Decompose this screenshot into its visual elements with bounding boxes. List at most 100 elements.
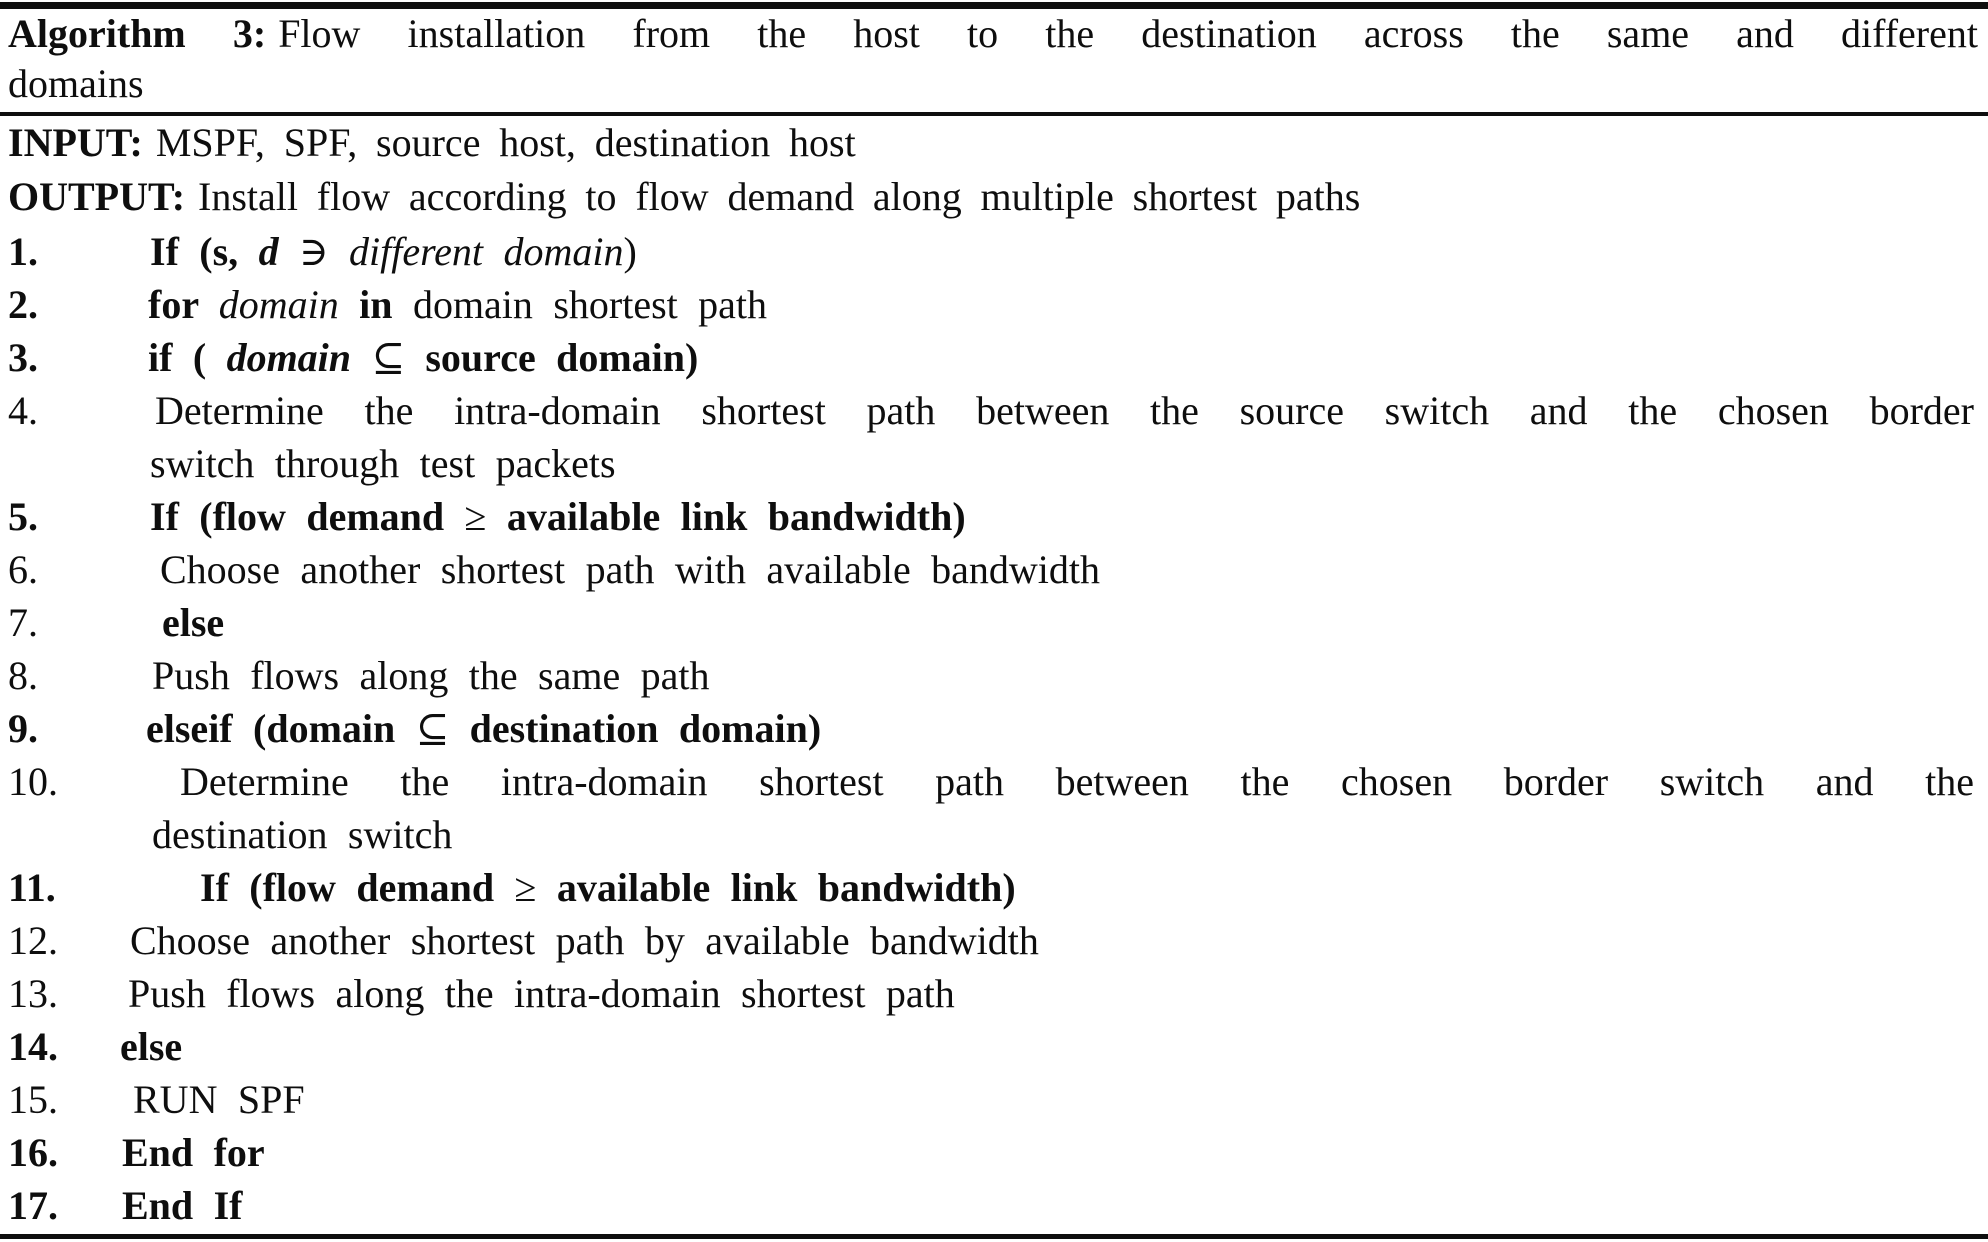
statement-text: Determine the intra-domain shortest path…	[180, 755, 1974, 808]
line-number: 1.	[8, 229, 38, 274]
text-segment: If (s,	[150, 229, 259, 274]
text-segment: domain shortest path	[412, 282, 768, 327]
statement-text: If (s, d ∋ different domain)	[150, 225, 1974, 278]
statement-text: else	[120, 1020, 1974, 1073]
caption-line-1: Algorithm 3:Flow installation from the h…	[8, 9, 1978, 59]
line-number: 11.	[8, 865, 56, 910]
text-segment: Choose another shortest path by availabl…	[130, 918, 1039, 963]
line-content: Push flows along the intra-domain shorte…	[0, 967, 1988, 1020]
line-number: 8.	[8, 653, 38, 698]
input-row: INPUT: MSPF, SPF, source host, destinatio…	[0, 116, 1988, 170]
line-content: If (flow demand ≥ available link bandwid…	[0, 490, 1988, 543]
algorithm-line-14: 14. else	[0, 1020, 1988, 1073]
text-segment: available link bandwidth)	[556, 865, 1016, 910]
text-segment: d	[258, 229, 279, 274]
output-row: OUTPUT: Install flow according to flow de…	[0, 170, 1988, 224]
algorithm-line-10: 10. Determine the intra-domain shortest p…	[0, 755, 1988, 861]
text-segment: else	[162, 600, 225, 645]
algorithm-line-7: 7.else	[0, 596, 1988, 649]
line-content: End for	[0, 1126, 1988, 1179]
statement-text: elseif (domain ⊆ destination domain)	[146, 702, 1974, 755]
input-label: INPUT:	[8, 120, 143, 165]
text-segment: If (flow demand	[150, 494, 465, 539]
text-segment: for	[148, 282, 219, 327]
statement-text: If (flow demand ≥ available link bandwid…	[150, 490, 1974, 543]
line-content: Choose another shortest path by availabl…	[0, 914, 1988, 967]
line-content: If (flow demand ≥ available link bandwid…	[0, 861, 1988, 914]
algorithm-line-4: 4. Determine the intra-domain shortest pa…	[0, 384, 1988, 490]
line-content: elseif (domain ⊆ destination domain)	[0, 702, 1988, 755]
algorithm-line-2: 2.for domain in domain shortest path	[0, 278, 1988, 331]
line-number: 10.	[8, 759, 58, 804]
statement-text: End for	[122, 1126, 1974, 1179]
text-segment: domain	[226, 335, 372, 380]
statement-text: Push flows along the same path	[152, 649, 1974, 702]
text-segment: If (flow demand	[200, 865, 515, 910]
line-content: else	[0, 596, 1988, 649]
algorithm-line-17: 17. End If	[0, 1179, 1988, 1232]
statement-text: else	[162, 596, 1974, 649]
algorithm-line-9: 9. elseif (domain ⊆ destination domain)	[0, 702, 1988, 755]
line-number: 12.	[8, 918, 58, 963]
continuation-line: switch through test packets	[150, 441, 616, 486]
algorithm-line-16: 16. End for	[0, 1126, 1988, 1179]
algorithm-caption: Algorithm 3:Flow installation from the h…	[0, 9, 1988, 108]
algorithm-line-6: 6. Choose another shortest path with avai…	[0, 543, 1988, 596]
text-segment: elseif (domain	[146, 706, 416, 751]
algorithm-line-13: 13. Push flows along the intra-domain sho…	[0, 967, 1988, 1020]
statement-text: RUN SPF	[133, 1073, 1974, 1126]
text-segment: different domain	[349, 229, 624, 274]
line-content: else	[0, 1020, 1988, 1073]
statement-text: If (flow demand ≥ available link bandwid…	[200, 861, 1974, 914]
line-number: 17.	[8, 1183, 58, 1228]
line-number: 9.	[8, 706, 38, 751]
text-segment: destination domain)	[469, 706, 822, 751]
line-number: 2.	[8, 282, 38, 327]
text-segment: else	[120, 1024, 183, 1069]
statement-text: Push flows along the intra-domain shorte…	[128, 967, 1974, 1020]
output-label: OUTPUT:	[8, 174, 186, 219]
text-segment: if (	[148, 335, 227, 380]
algorithm-line-5: 5.If (flow demand ≥ available link bandw…	[0, 490, 1988, 543]
line-number: 3.	[8, 335, 38, 380]
text-segment: available link bandwidth)	[506, 494, 966, 539]
output-text: Install flow according to flow demand al…	[198, 174, 1361, 219]
algorithm-line-11: 11. If (flow demand ≥ available link band…	[0, 861, 1988, 914]
input-text: MSPF, SPF, source host, destination host	[155, 120, 856, 165]
text-segment: RUN SPF	[133, 1077, 305, 1122]
text-segment: Determine the intra-domain shortest path…	[180, 759, 1974, 804]
line-content: if ( domain ⊆ source domain)	[0, 331, 1988, 384]
algorithm-line-1: 1. If (s, d ∋ different domain)	[0, 225, 1988, 278]
text-segment: ≥	[514, 865, 557, 910]
algorithm-label: Algorithm 3:	[8, 11, 267, 56]
line-content: Choose another shortest path with availa…	[0, 543, 1988, 596]
text-segment: ∋	[278, 229, 349, 274]
text-segment: End for	[122, 1130, 265, 1175]
line-number: 15.	[8, 1077, 58, 1122]
text-segment: )	[623, 229, 637, 274]
statement-text: End If	[122, 1179, 1974, 1232]
algorithm-body: 1. If (s, d ∋ different domain) 2. for doma…	[0, 225, 1988, 1232]
line-number: 4.	[8, 388, 38, 433]
text-segment: Determine the intra-domain shortest path…	[155, 388, 1974, 433]
line-number: 13.	[8, 971, 58, 1016]
algorithm-line-3: 3.if ( domain ⊆ source domain)	[0, 331, 1988, 384]
line-content: If (s, d ∋ different domain)	[0, 225, 1988, 278]
text-segment: End If	[122, 1183, 243, 1228]
text-segment: Choose another shortest path with availa…	[160, 547, 1100, 592]
continuation-line: destination switch	[152, 812, 453, 857]
line-content: Determine the intra-domain shortest path…	[0, 755, 1988, 861]
statement-text: Choose another shortest path with availa…	[160, 543, 1974, 596]
line-number: 16.	[8, 1130, 58, 1175]
top-rule	[0, 2, 1988, 9]
statement-text: Choose another shortest path by availabl…	[130, 914, 1974, 967]
caption-line-2: domains	[8, 61, 144, 106]
line-number: 6.	[8, 547, 38, 592]
line-number: 14.	[8, 1024, 58, 1069]
caption-text: Flow installation from the host to the d…	[278, 11, 1978, 56]
title-separator-rule	[0, 112, 1988, 116]
text-segment: ≥	[464, 494, 507, 539]
line-content: RUN SPF	[0, 1073, 1988, 1126]
text-segment: source domain)	[425, 335, 699, 380]
